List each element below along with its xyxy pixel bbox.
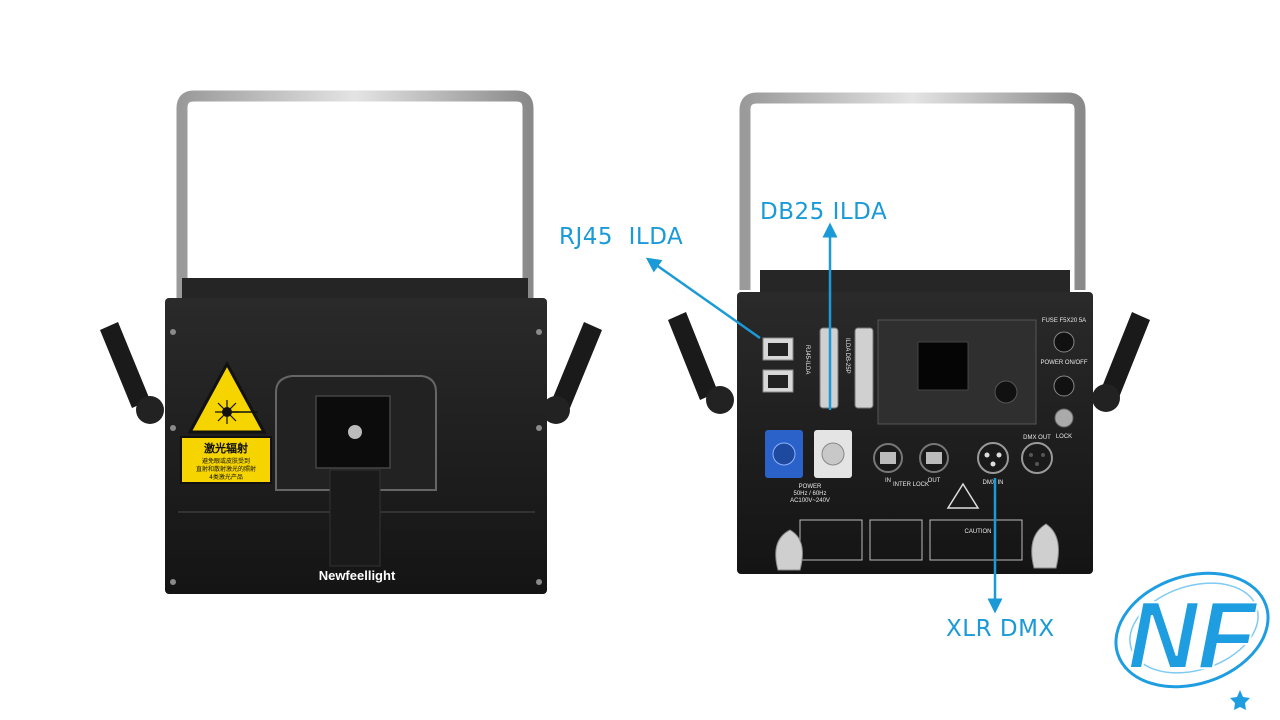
interlock-out-label: OUT [928, 478, 941, 484]
warning-line-1: 避免眼或皮肤受到 [202, 457, 250, 465]
callout-rj45-ilda: RJ45 ILDA [559, 224, 684, 250]
power-spec-2: 50Hz / 60Hz [793, 491, 826, 497]
lcd-display [917, 341, 969, 391]
front-left-knob [100, 322, 164, 424]
rear-left-knob [668, 312, 734, 414]
nf-logo: NF [1114, 571, 1270, 710]
callout-xlr-dmx: XLR DMX [946, 616, 1055, 642]
interlock-in-label: IN [885, 478, 891, 484]
power-spec-3: AC100V~240V [790, 498, 830, 504]
power-connectors: POWER 50Hz / 60Hz AC100V~240V [765, 430, 852, 504]
callout-db25-ilda: DB25 ILDA [760, 199, 888, 225]
caution-label: CAUTION [965, 529, 992, 535]
front-right-knob [542, 322, 602, 424]
lock-label: LOCK [1056, 434, 1072, 440]
rear-right-knob [1092, 312, 1150, 412]
rj45-arrow [645, 257, 761, 340]
interlock-ports: IN INTER LOCK OUT [873, 443, 949, 488]
rj45-port-label: RJ45-ILDA [804, 345, 810, 374]
power-switch-label: POWER ON/OFF [1041, 360, 1088, 366]
callout-arrows [645, 222, 1003, 614]
logo-letters: NF [1128, 582, 1258, 689]
power-spec-1: POWER [799, 484, 822, 490]
db25-port-label: ILDA DB-25P [844, 338, 850, 374]
logo-star-icon [1230, 690, 1250, 710]
front-handle [176, 90, 534, 300]
rj45-ports: RJ45-ILDA [762, 337, 810, 393]
dmx-in-label: DMX IN [983, 480, 1004, 486]
rear-warning-triangle [946, 482, 980, 509]
control-knob [994, 380, 1018, 404]
fuse-switch-column: FUSE F5X20 5A POWER ON/OFF LOCK [1041, 318, 1088, 440]
control-panel [877, 319, 1037, 425]
front-laser-unit: 激光辐射 避免眼或皮肤受到 直射和散射激光的照射 4类激光产品 Newfeell… [100, 90, 602, 594]
warning-line-3: 4类激光产品 [209, 473, 243, 481]
dmx-ports: DMX IN DMX OUT [977, 435, 1053, 486]
rear-laser-unit: RJ45-ILDA ILDA DB-25P FUSE F5X20 5A POWE… [668, 92, 1150, 574]
laser-warning-label: 激光辐射 避免眼或皮肤受到 直射和散射激光的照射 4类激光产品 [180, 436, 272, 484]
rear-handle [739, 92, 1086, 290]
dmx-out-label: DMX OUT [1023, 435, 1051, 441]
interlock-label: INTER LOCK [893, 482, 929, 488]
front-brand-text: Newfeellight [319, 568, 396, 583]
warning-title: 激光辐射 [204, 441, 248, 455]
warning-line-2: 直射和散射激光的照射 [196, 465, 256, 473]
fuse-label: FUSE F5X20 5A [1042, 318, 1086, 324]
laser-warning-triangle [187, 360, 267, 434]
lifting-hooks [775, 523, 1059, 571]
db25-connectors: ILDA DB-25P [819, 327, 874, 409]
